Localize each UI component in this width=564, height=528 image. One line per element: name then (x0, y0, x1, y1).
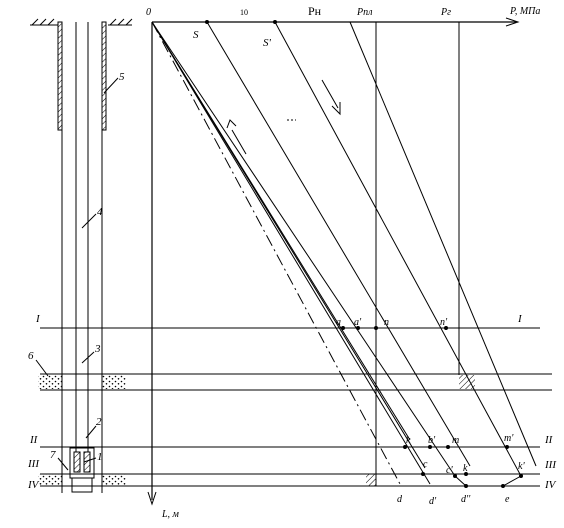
point-a-prime (356, 326, 360, 330)
p-axis-label: P, МПа (509, 6, 540, 17)
bottom-shoe (71, 477, 93, 493)
reservoir-layer-left (38, 375, 62, 389)
label-k-lower: k (463, 463, 468, 474)
leader-2 (85, 425, 97, 439)
label-3: 3 (94, 343, 101, 355)
label-d-prime: d' (429, 496, 437, 507)
line-to-d-prime (151, 21, 431, 485)
level-II-left: II (29, 434, 39, 446)
label-d-dprime: d'' (461, 494, 471, 505)
label-6: 6 (28, 350, 34, 362)
level-IV-right: IV (544, 479, 557, 491)
leader-5 (103, 77, 119, 94)
label-m-prime: m' (504, 433, 514, 444)
tick-10-label: 10 (240, 8, 248, 17)
reservoir-layer-right (102, 375, 126, 389)
label-k-upper: k (406, 435, 411, 446)
point-S (205, 20, 209, 24)
reservoir-pressure-mark (459, 375, 475, 389)
label-S-prime: S' (263, 37, 272, 49)
label-n-prime: n' (440, 317, 448, 328)
point-k-lower (464, 472, 468, 476)
arrow-up-head (226, 119, 237, 129)
point-k-prime (519, 474, 523, 478)
p-g-label: Pг (440, 7, 451, 18)
ground-surface (30, 18, 133, 26)
level-I-right: I (517, 313, 523, 325)
label-a: a (336, 317, 341, 328)
label-7: 7 (50, 449, 56, 461)
label-m: m (452, 435, 459, 446)
points (205, 20, 523, 488)
level-II-right: II (544, 434, 554, 446)
leader-1 (83, 457, 97, 463)
point-e (501, 484, 505, 488)
arrow-up-shaft (231, 129, 247, 155)
label-a-prime: a' (354, 317, 362, 328)
point-c-prime (453, 474, 457, 478)
axes (147, 17, 520, 506)
arrow-down-shaft (321, 79, 339, 109)
conductor-right (101, 21, 107, 131)
bottom-layer-right (102, 474, 126, 486)
level-I-left: I (35, 313, 41, 325)
valve-element (73, 451, 81, 473)
leader-7 (57, 457, 69, 471)
bottom-pressure-mark (366, 474, 376, 486)
origin-label: 0 (146, 7, 151, 18)
point-n (374, 326, 378, 330)
label-d: d (397, 494, 403, 505)
point-m-prime (505, 445, 509, 449)
label-c-prime: c' (446, 465, 453, 476)
bottom-connector (454, 475, 522, 487)
label-4: 4 (97, 206, 103, 218)
pressure-lines (151, 21, 537, 487)
arrow-down-head (331, 102, 341, 116)
line-to-k-upper (151, 21, 411, 441)
label-2: 2 (96, 416, 102, 428)
label-S: S (193, 29, 199, 41)
point-c (421, 472, 425, 476)
dash-line-d (151, 21, 401, 485)
bottom-layer-left (38, 474, 62, 486)
level-III-right: III (544, 459, 557, 471)
point-k-upper (403, 445, 407, 449)
leader-6 (35, 359, 49, 377)
line-from-S (206, 21, 471, 467)
line-from-S-prime (274, 21, 522, 477)
level-IV-left: IV (27, 479, 40, 491)
label-b-prime: b' (428, 435, 436, 446)
line-to-k-lower (151, 21, 456, 477)
label-5: 5 (119, 71, 125, 83)
point-n-prime (444, 326, 448, 330)
line-n-prime (349, 21, 537, 467)
point-d-dprime (464, 484, 468, 488)
depth-axis-arrow (147, 491, 157, 506)
label-1: 1 (97, 451, 103, 463)
label-c: c (423, 459, 428, 470)
point-a (341, 326, 345, 330)
point-m (446, 445, 450, 449)
pressure-axis-arrow (505, 17, 520, 27)
leader-3 (81, 351, 95, 364)
label-n: n (384, 317, 389, 328)
l-axis-label: L, м (161, 509, 180, 520)
level-III-left: III (27, 458, 40, 470)
well-schematic (30, 18, 133, 493)
point-b-prime (428, 445, 432, 449)
p-pl-label: Pпл (356, 7, 373, 18)
p-h-label: Pн (308, 4, 322, 18)
point-S-prime (273, 20, 277, 24)
label-k-prime: k' (518, 461, 525, 472)
level-lines (40, 327, 552, 487)
leader-4 (81, 213, 97, 229)
label-e: e (505, 494, 510, 505)
conductor-left (57, 21, 63, 131)
